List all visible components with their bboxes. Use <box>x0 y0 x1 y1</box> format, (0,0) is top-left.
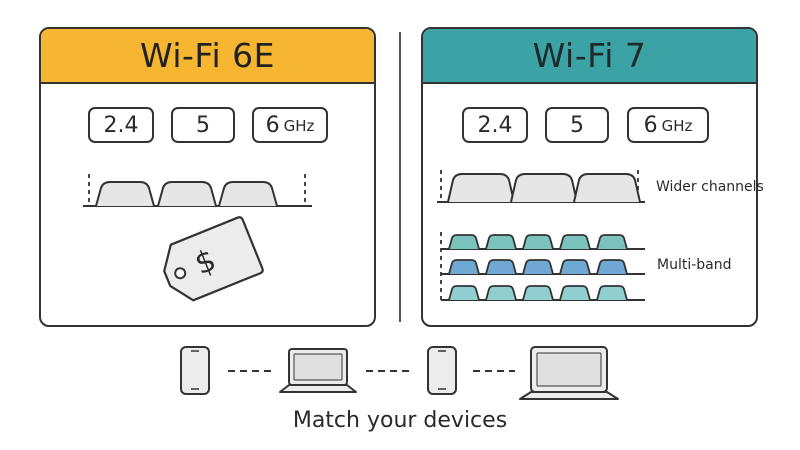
multiband-channel-block <box>485 259 517 275</box>
multiband-channel-block <box>559 259 591 275</box>
channel-block <box>510 173 578 203</box>
multiband-channel-block <box>596 285 628 301</box>
band-unit: GHz <box>283 117 315 135</box>
channel-block <box>95 181 155 207</box>
wifi-6e-band-6: 6 GHz <box>252 107 328 143</box>
laptop-icon <box>279 348 357 393</box>
wifi-7-band-5: 5 <box>545 107 609 143</box>
band-value: 5 <box>570 112 584 138</box>
multiband-channel-block <box>448 234 480 250</box>
wifi-7-band-2-4: 2.4 <box>462 107 528 143</box>
multiband-channel-block <box>596 259 628 275</box>
wifi-6e-band-5: 5 <box>171 107 235 143</box>
multiband-channel-block <box>448 259 480 275</box>
multiband-channel-block <box>448 285 480 301</box>
multiband-channel-block <box>596 234 628 250</box>
band-value: 2.4 <box>477 112 513 138</box>
phone-icon <box>427 346 457 395</box>
channel-block <box>157 181 217 207</box>
multiband-channel-block <box>522 234 554 250</box>
channel-block <box>573 173 641 203</box>
wifi-7-band-6: 6 GHz <box>627 107 709 143</box>
wifi-7-multiband-diagram <box>440 232 645 301</box>
channel-block <box>447 173 515 203</box>
wider-channels-label: Wider channels <box>656 179 764 195</box>
price-tag-icon <box>163 216 264 302</box>
multiband-channel-block <box>522 259 554 275</box>
laptop-icon <box>519 346 619 400</box>
channel-block <box>218 181 278 207</box>
wifi-7-wide-channel-diagram <box>437 170 645 203</box>
multiband-channel-block <box>485 234 517 250</box>
multiband-channel-block <box>485 285 517 301</box>
band-value: 2.4 <box>103 112 139 138</box>
wifi-6e-title: Wi-Fi 6E <box>41 29 374 84</box>
multiband-channel-block <box>522 285 554 301</box>
band-unit: GHz <box>661 117 693 135</box>
devices-caption: Match your devices <box>292 408 508 433</box>
band-value: 6 <box>643 112 658 138</box>
devices-row <box>180 346 619 400</box>
multi-band-label: Multi-band <box>657 257 732 273</box>
wifi-6e-channel-diagram <box>83 174 312 207</box>
band-value: 5 <box>196 112 210 138</box>
phone-icon <box>180 346 210 395</box>
band-value: 6 <box>265 112 280 138</box>
multiband-channel-block <box>559 285 591 301</box>
wifi-7-title: Wi-Fi 7 <box>423 29 756 84</box>
wifi-6e-band-2-4: 2.4 <box>88 107 154 143</box>
multiband-channel-block <box>559 234 591 250</box>
